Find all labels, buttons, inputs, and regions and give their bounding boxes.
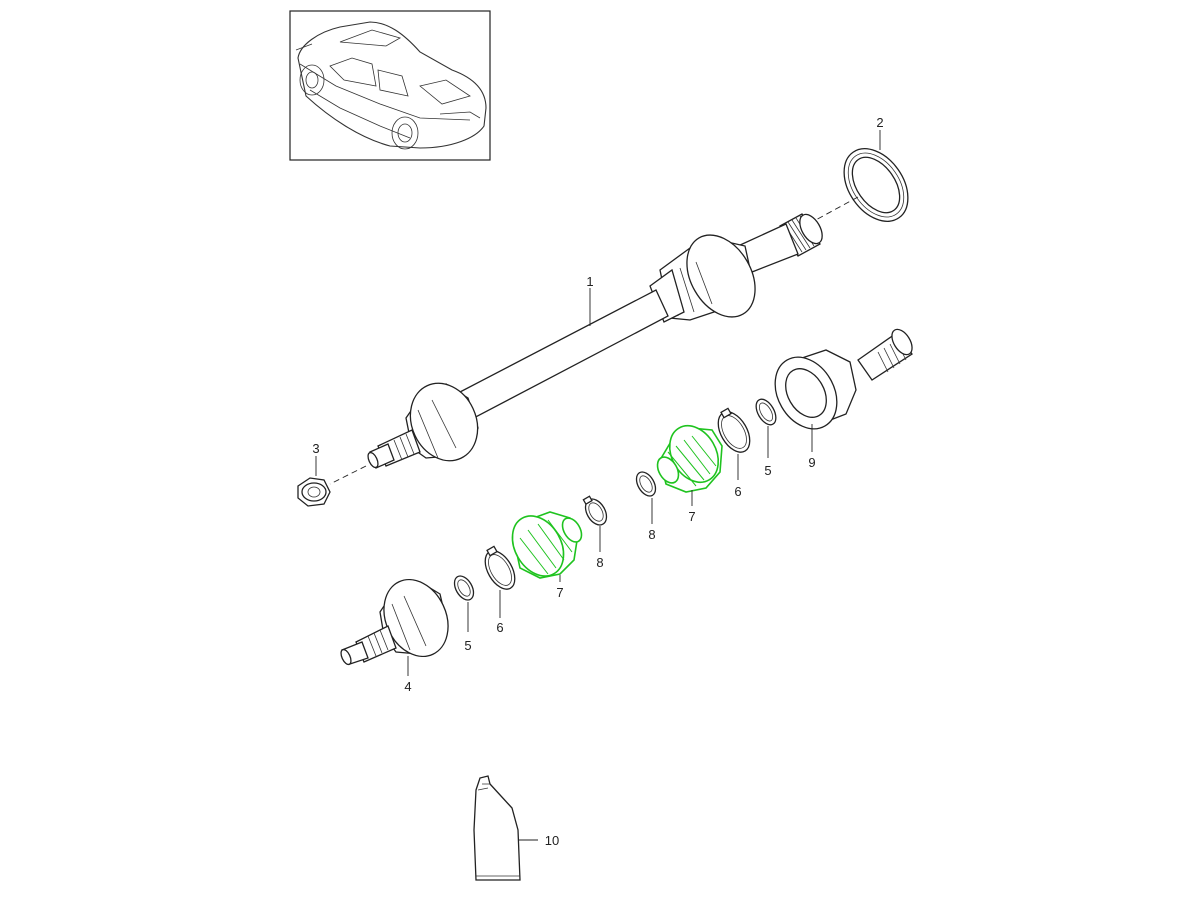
callout-2: 2 [876,115,883,130]
circlip-part-5-right [755,398,777,426]
circlip-part-5-left [453,575,475,601]
callout-3: 3 [312,441,319,456]
callout-5-left: 5 [464,638,471,653]
callout-10: 10 [545,833,559,848]
nut-part-3 [297,477,331,507]
callout-7-right: 7 [688,509,695,524]
leader-lines [315,130,881,841]
clamp-part-6-right [717,407,751,453]
grease-tube-part-10 [473,775,521,881]
seal-ring-part-2 [811,148,909,223]
callout-9: 9 [808,455,815,470]
clamp-part-8-left [582,495,608,526]
vehicle-thumbnail [289,10,491,161]
clamp-part-8-right [635,471,657,497]
callout-7-left: 7 [556,585,563,600]
callout-6-left: 6 [496,620,503,635]
callout-1: 1 [586,274,593,289]
cv-joint-part-4 [340,578,449,666]
joint-housing-part-9 [774,328,913,430]
car-illustration [295,21,487,150]
callout-5-right: 5 [764,463,771,478]
callout-6-right: 6 [734,484,741,499]
boot-part-7-left [511,511,583,579]
boot-part-7-right [656,424,723,493]
callout-4: 4 [404,679,411,694]
drive-shaft-part-1 [329,213,823,485]
callout-labels: 1 2 3 4 5 5 6 6 7 7 8 8 9 10 [312,115,883,848]
clamp-part-6-left [484,545,516,590]
callout-8-left: 8 [596,555,603,570]
callout-8-right: 8 [648,527,655,542]
